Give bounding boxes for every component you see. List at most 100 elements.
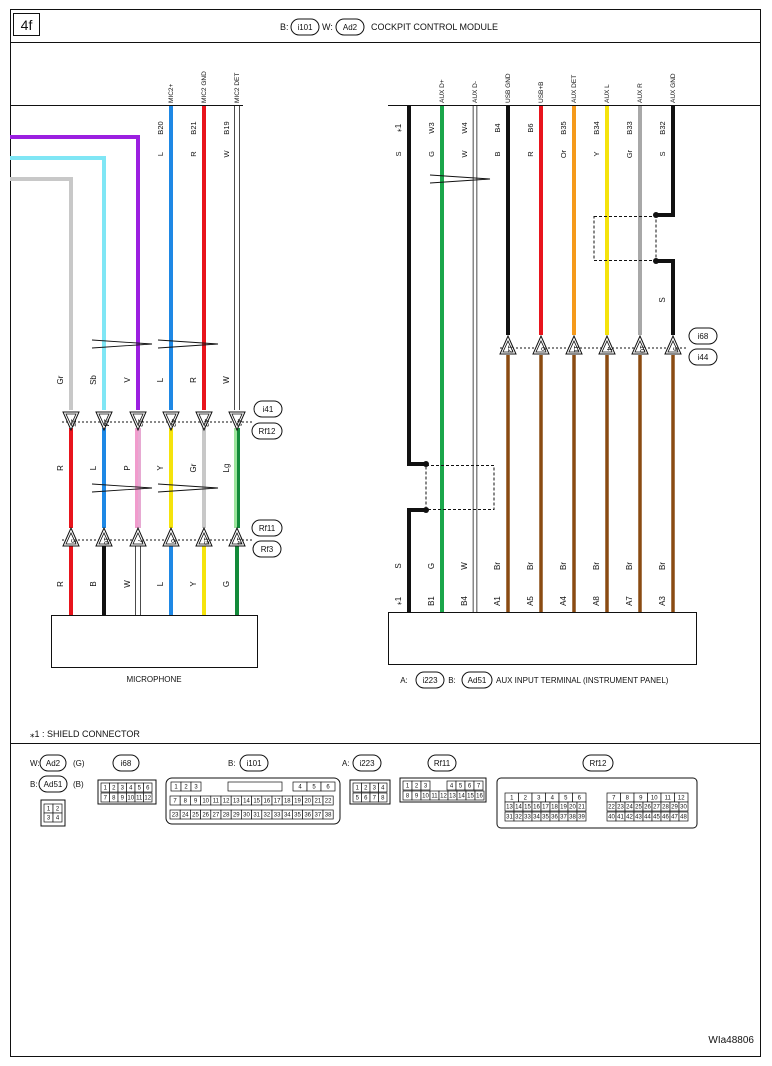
legend-rf12-row1b-num-2: 9 [639,796,643,802]
legend-rf11-row1a-cell-2 [420,780,431,791]
legend-rf12-row2a-num-5: 18 [551,805,558,811]
aux-bottom-pin-7: A7 [625,596,634,606]
mic-color-mid-1: L [89,465,98,470]
legend-w-tag-outline [39,754,67,772]
top-signal-4: AUX D- [472,81,479,103]
mic-terminal-upper-4: 43 [195,411,213,432]
legend-i101-row3-num-1: 24 [182,813,189,819]
wire-sb-upper [10,156,106,410]
module-name: COCKPIT CONTROL MODULE [371,22,498,32]
shield-joint-upper [423,461,429,467]
aux-bottom-color-6: Br [592,562,601,570]
module-b-prefix: B: [280,22,289,32]
legend-rf12-row2b-num-4: 26 [644,805,651,811]
legend-i223-row1-num-3: 4 [381,786,385,792]
legend-i101-row3-num-3: 26 [202,813,209,819]
top-pin-4: W4 [460,122,469,133]
legend-b-color: (B) [73,780,84,789]
top-color-4: G [427,151,436,157]
top-color-7: R [526,151,535,157]
top-color-3: W [222,150,231,158]
legend-i101-row2-num-12: 19 [294,799,301,805]
legend-i68-row1-num-0: 1 [104,786,108,792]
aux-caption-a-tag: i223 [415,671,445,689]
module-w-tag: Ad2 [335,18,365,36]
legend-w-label: W: [30,759,40,768]
top-pin-5: B4 [493,123,502,132]
legend-i101-prefix: B: [228,759,236,768]
microphone-box [51,615,258,668]
legend-i68-row2-num-4: 11 [136,796,143,802]
mic-color-lower-0: R [56,581,65,587]
legend-i101-row2-num-13: 20 [304,799,311,805]
mic-color-lower-2: W [123,580,132,588]
microphone-caption: MICROPHONE [126,675,181,684]
legend-i101-row1b-cell-2 [320,781,336,792]
legend-rf12-row2b-num-7: 29 [671,805,678,811]
tag-i68-code: i68 [698,332,709,341]
legend-rf11-row1b-num-2: 6 [468,784,472,790]
legend-i101-row3-num-9: 32 [264,813,271,819]
aux-bottom-pin-6: A8 [592,596,601,606]
legend-i101-row3-num-2: 25 [192,813,199,819]
aux-terminal-3-pin: 4 [605,347,612,351]
twist-mark-1 [91,339,153,349]
mic-terminal-upper-0: 25 [62,411,80,432]
mic-terminal-lower-4-pin: 15 [202,537,209,545]
tag-rf11-outline [251,519,283,537]
top-color-8: Or [559,149,568,158]
legend-rf11-row1b-num-3: 7 [477,784,481,790]
aux-terminal-box [388,612,697,665]
legend-rf12-row3a-num-1: 32 [515,815,522,821]
legend-rf12-row3b-cell-8 [678,811,689,822]
tag-rf3: Rf3 [252,540,282,558]
legend-i101-row1b-num-1: 5 [312,785,316,791]
mic-color-upper-5: W [222,376,231,384]
aux-bottom-pin-1: B1 [427,596,436,606]
page-label: 4f [21,17,33,33]
mic-terminal-lower-2: 7 [129,526,147,547]
legend-i101-row3-num-11: 34 [284,813,291,819]
aux-terminal-3: 4 [598,334,616,355]
aux-bottom-color-5: Br [559,562,568,570]
top-color-2: R [189,151,198,157]
legend-i68-row1-num-4: 5 [138,786,142,792]
top-signal-1: MIC2 GND [201,71,208,103]
tag-i68-outline [688,327,718,345]
legend-rf11-tag-code: Rf11 [434,759,451,768]
legend-rf11-row2-num-4: 12 [440,794,447,800]
legend-i101-row2-num-15: 22 [325,799,332,805]
tag-rf12: Rf12 [251,422,283,440]
top-pin-1: B21 [189,121,198,134]
mic-terminal-upper-0-inner [65,413,77,426]
aux-terminal-1: 6 [532,334,550,355]
aux-terminal-2: 11 [565,334,583,355]
legend-rf11-row2-num-0: 8 [406,794,410,800]
mic-terminal-lower-3-outer [162,526,180,547]
aux-terminal-1-outer [532,334,550,355]
legend-i101-row2-num-8: 15 [253,799,260,805]
legend-i101-row2-num-11: 18 [284,799,291,805]
mic-terminal-lower-0-pin: 5 [69,539,76,543]
aux-terminal-1-pin: 6 [539,347,546,351]
top-pin-3: W3 [427,122,436,133]
legend-rf12-row2b-cell-8 [678,801,689,812]
legend-i101-row1a-num-2: 3 [194,785,198,791]
legend-i223-tag-code: i223 [359,759,375,768]
legend-i101-row3-num-13: 36 [304,813,311,819]
legend-i223-row1-cell-3 [378,782,388,793]
shield-joint-lower [423,507,429,513]
legend-rf12-row2b-num-3: 25 [635,805,642,811]
legend-rf12-row3a-num-4: 35 [542,815,549,821]
mic-terminal-upper-5-inner [231,413,243,426]
top-pin-7: B35 [559,121,568,134]
mic-terminal-lower-4: 15 [195,526,213,547]
module-b-tag: i101 [290,18,320,36]
gnd-dashed-box [593,216,657,261]
aux-terminal-3-inner [601,340,613,353]
legend-rf11-row2-cell-8 [474,790,485,801]
legend-rf12-row2a-num-0: 13 [506,805,513,811]
top-pin-8: B34 [592,121,601,134]
top-signal-6: USB+B [538,82,545,104]
